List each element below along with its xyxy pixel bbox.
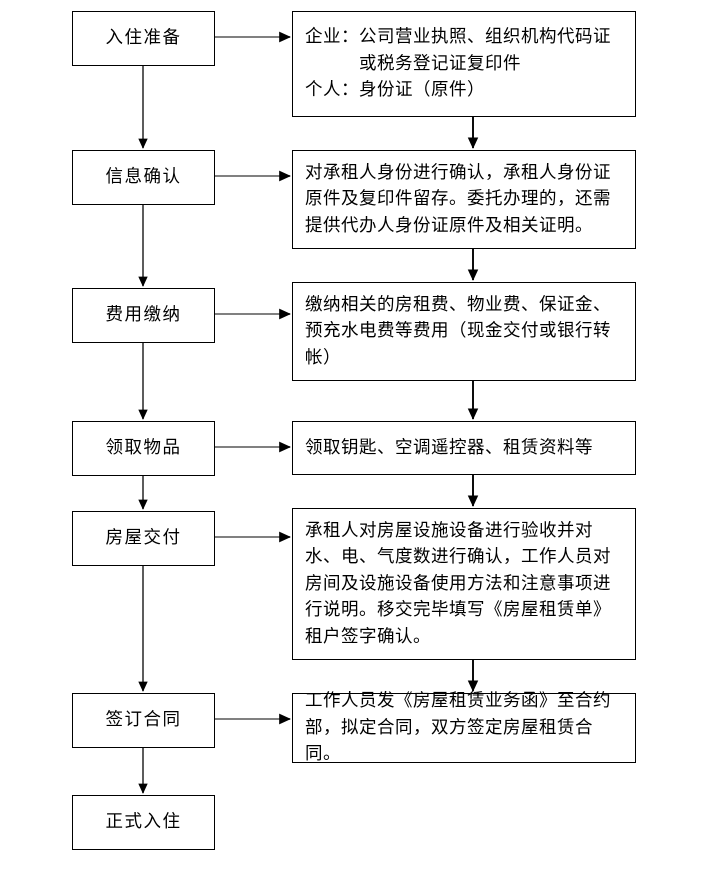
stage-box-1[interactable]: 入住准备 xyxy=(72,11,215,66)
stage-label-1: 入住准备 xyxy=(105,28,182,49)
detail-box-1[interactable]: 企业：公司营业执照、组织机构代码证 或税务登记证复印件 个人：身份证（原件） xyxy=(292,11,636,117)
detail-label-5: 承租人对房屋设施设备进行验收并对 水、电、气度数进行确认，工作人员对 房间及设施… xyxy=(305,520,611,647)
stage-box-7[interactable]: 正式入住 xyxy=(72,795,215,850)
stage-box-5[interactable]: 房屋交付 xyxy=(72,511,215,566)
stage-label-4: 领取物品 xyxy=(105,438,182,459)
stage-label-2: 信息确认 xyxy=(105,167,182,188)
detail-box-4[interactable]: 领取钥匙、空调遥控器、租赁资料等 xyxy=(292,421,636,475)
detail-label-4: 领取钥匙、空调遥控器、租赁资料等 xyxy=(305,437,593,458)
stage-box-2[interactable]: 信息确认 xyxy=(72,150,215,205)
stage-box-3[interactable]: 费用缴纳 xyxy=(72,288,215,343)
stage-label-6: 签订合同 xyxy=(105,710,182,731)
stage-box-4[interactable]: 领取物品 xyxy=(72,421,215,476)
detail-label-2: 对承租人身份进行确认，承租人身份证 原件及复印件留存。委托办理的，还需 提供代办… xyxy=(305,162,611,236)
detail-label-3: 缴纳相关的房租费、物业费、保证金、 预充水电费等费用（现金交付或银行转 帐） xyxy=(305,294,611,368)
detail-box-3[interactable]: 缴纳相关的房租费、物业费、保证金、 预充水电费等费用（现金交付或银行转 帐） xyxy=(292,282,636,381)
stage-label-5: 房屋交付 xyxy=(105,528,182,549)
stage-label-3: 费用缴纳 xyxy=(105,305,182,326)
stage-box-6[interactable]: 签订合同 xyxy=(72,693,215,748)
detail-box-2[interactable]: 对承租人身份进行确认，承租人身份证 原件及复印件留存。委托办理的，还需 提供代办… xyxy=(292,150,636,249)
detail-label-6: 工作人员发《房屋租赁业务函》至合约 部，拟定合同，双方签定房屋租赁合同。 xyxy=(305,691,611,765)
detail-box-6[interactable]: 工作人员发《房屋租赁业务函》至合约 部，拟定合同，双方签定房屋租赁合同。 xyxy=(292,691,636,764)
stage-label-7: 正式入住 xyxy=(105,812,182,833)
detail-box-5[interactable]: 承租人对房屋设施设备进行验收并对 水、电、气度数进行确认，工作人员对 房间及设施… xyxy=(292,508,636,660)
detail-label-1: 企业：公司营业执照、组织机构代码证 或税务登记证复印件 个人：身份证（原件） xyxy=(305,27,611,101)
